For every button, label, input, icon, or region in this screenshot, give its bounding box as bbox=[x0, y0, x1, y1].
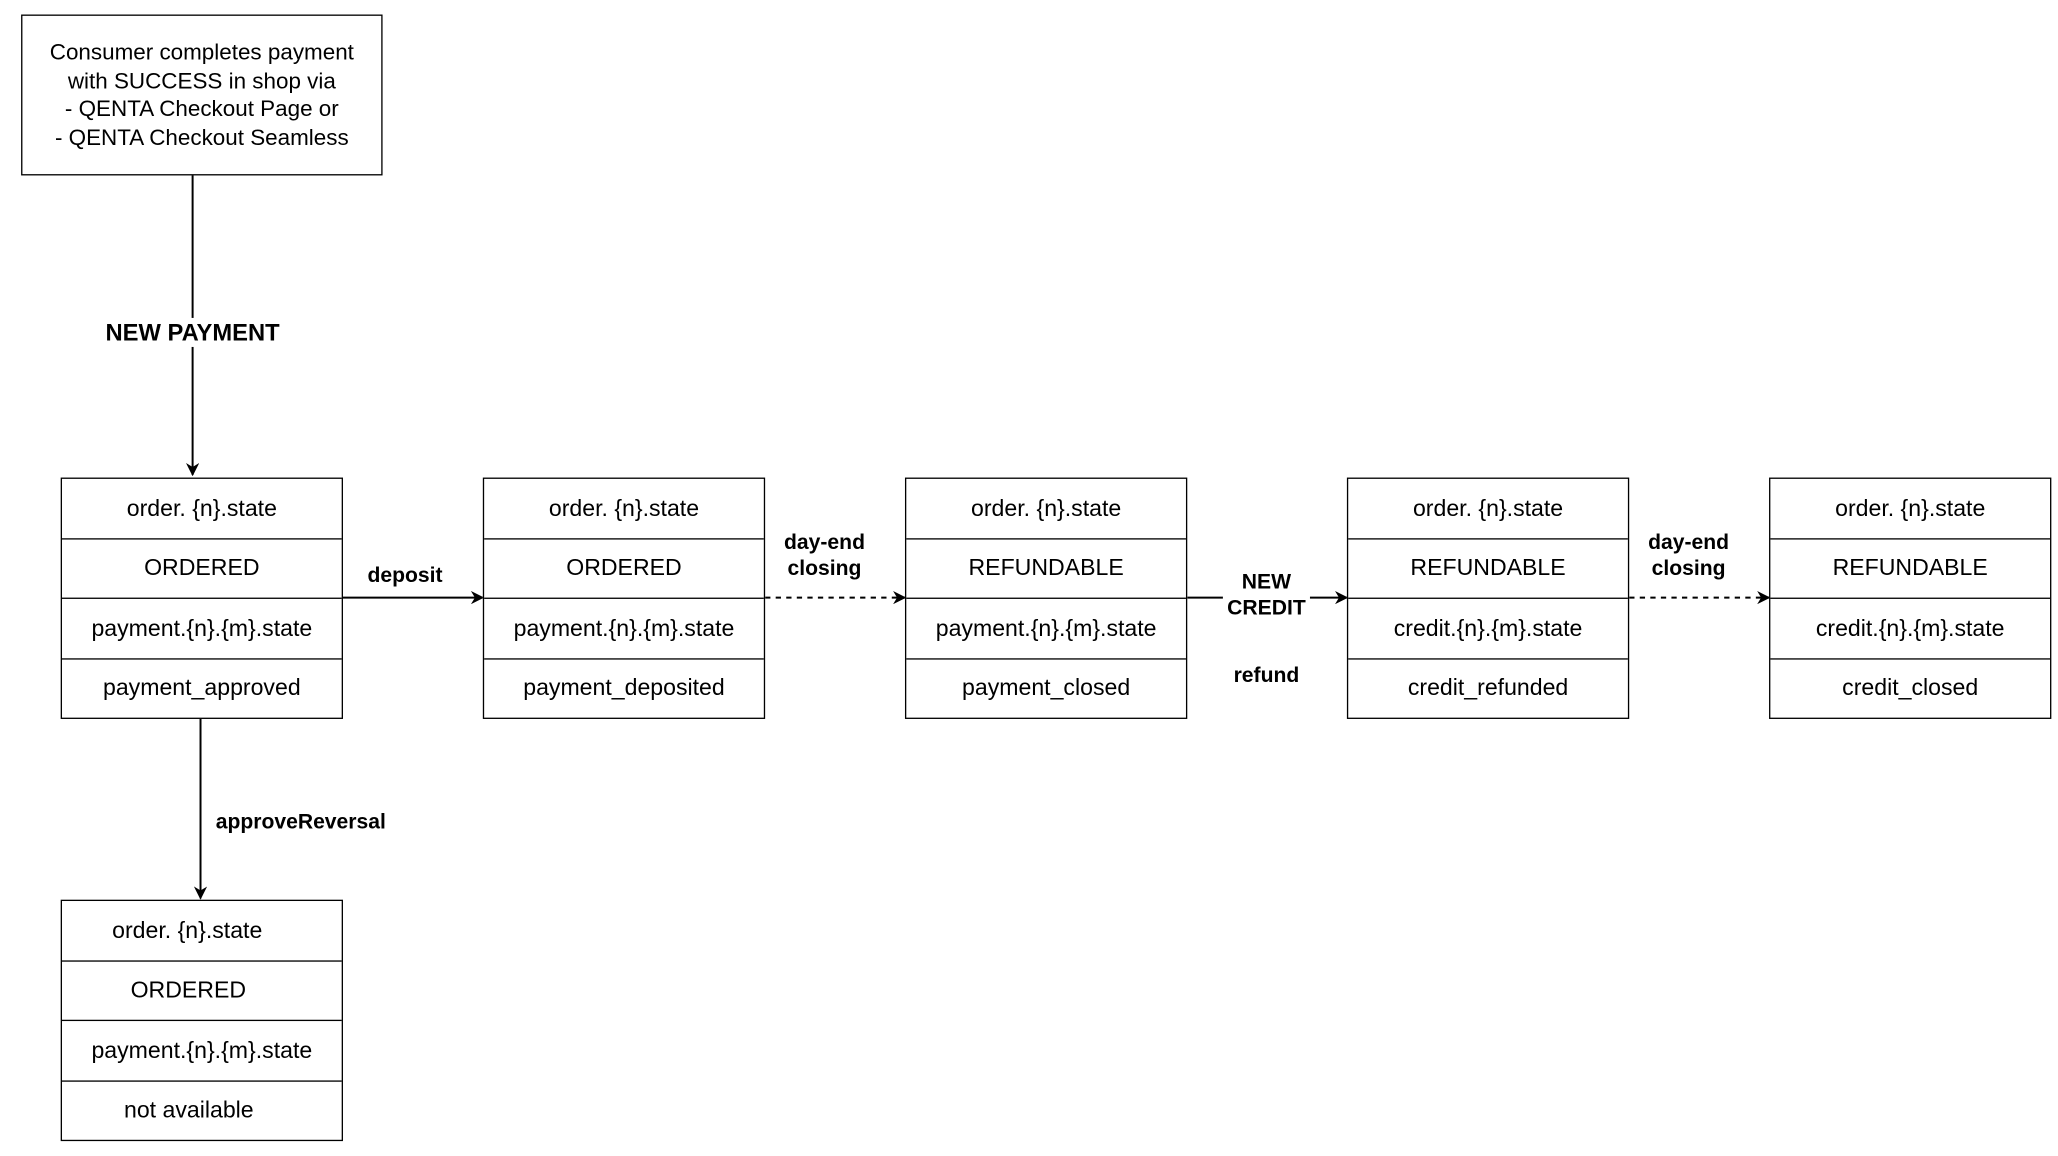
state-row-entity-value: payment_deposited bbox=[523, 674, 725, 701]
state-row-entity-label: payment.{n}.{m}.state bbox=[484, 599, 764, 659]
state-row-entity-value: payment_closed bbox=[962, 674, 1131, 701]
edge-label-new-credit: NEW CREDIT bbox=[1222, 569, 1310, 623]
state-row-entity-label: credit.{n}.{m}.state bbox=[1348, 599, 1628, 659]
edge-label-new-payment: NEW PAYMENT bbox=[94, 317, 291, 347]
state-box-payment-deposited: order. {n}.state ORDERED payment.{n}.{m}… bbox=[482, 477, 766, 719]
state-row-entity-value: payment_approved bbox=[103, 674, 301, 701]
state-row-order-value: REFUNDABLE bbox=[906, 539, 1186, 599]
state-box-payment-approved: order. {n}.state ORDERED payment.{n}.{m}… bbox=[60, 477, 343, 719]
state-row-entity-value: credit_closed bbox=[1842, 674, 1979, 701]
state-row-order-value: ORDERED bbox=[62, 961, 342, 1022]
state-row-order-value: REFUNDABLE bbox=[1770, 539, 2051, 599]
state-row-entity-label: payment.{n}.{m}.state bbox=[62, 1021, 342, 1082]
state-box-credit-refunded: order. {n}.state REFUNDABLE credit.{n}.{… bbox=[1346, 477, 1630, 719]
start-event-text: Consumer completes payment with SUCCESS … bbox=[49, 39, 354, 150]
state-row-entity-value: credit_refunded bbox=[1407, 674, 1569, 701]
edge-label-approve-reversal: approveReversal bbox=[215, 811, 386, 834]
state-row-order-label: order. {n}.state bbox=[484, 479, 764, 539]
state-row-entity-value: not available bbox=[124, 1096, 254, 1123]
state-box-credit-closed: order. {n}.state REFUNDABLE credit.{n}.{… bbox=[1769, 477, 2052, 719]
state-row-order-label: order. {n}.state bbox=[906, 479, 1186, 539]
edge-label-day-end-closing-1: day-end closing bbox=[784, 531, 865, 581]
state-row-entity-label: payment.{n}.{m}.state bbox=[906, 599, 1186, 659]
state-box-payment-closed: order. {n}.state REFUNDABLE payment.{n}.… bbox=[904, 477, 1188, 719]
state-row-entity-label: credit.{n}.{m}.state bbox=[1770, 599, 2051, 659]
edge-label-day-end-closing-2: day-end closing bbox=[1648, 531, 1730, 581]
state-row-order-value: REFUNDABLE bbox=[1348, 539, 1628, 599]
state-row-order-label: order. {n}.state bbox=[1770, 479, 2051, 539]
state-row-order-label: order. {n}.state bbox=[1348, 479, 1628, 539]
edge-label-deposit: deposit bbox=[367, 564, 443, 588]
state-row-order-label: order. {n}.state bbox=[62, 479, 342, 539]
state-row-order-label: order. {n}.state bbox=[62, 901, 342, 962]
edge-label-refund: refund bbox=[1233, 664, 1300, 688]
state-row-order-value: ORDERED bbox=[484, 539, 764, 599]
start-event-box: Consumer completes payment with SUCCESS … bbox=[21, 14, 383, 176]
state-row-entity-label: payment.{n}.{m}.state bbox=[62, 599, 342, 659]
state-box-not-available: order. {n}.state ORDERED payment.{n}.{m}… bbox=[60, 899, 343, 1142]
state-row-order-value: ORDERED bbox=[62, 539, 342, 599]
